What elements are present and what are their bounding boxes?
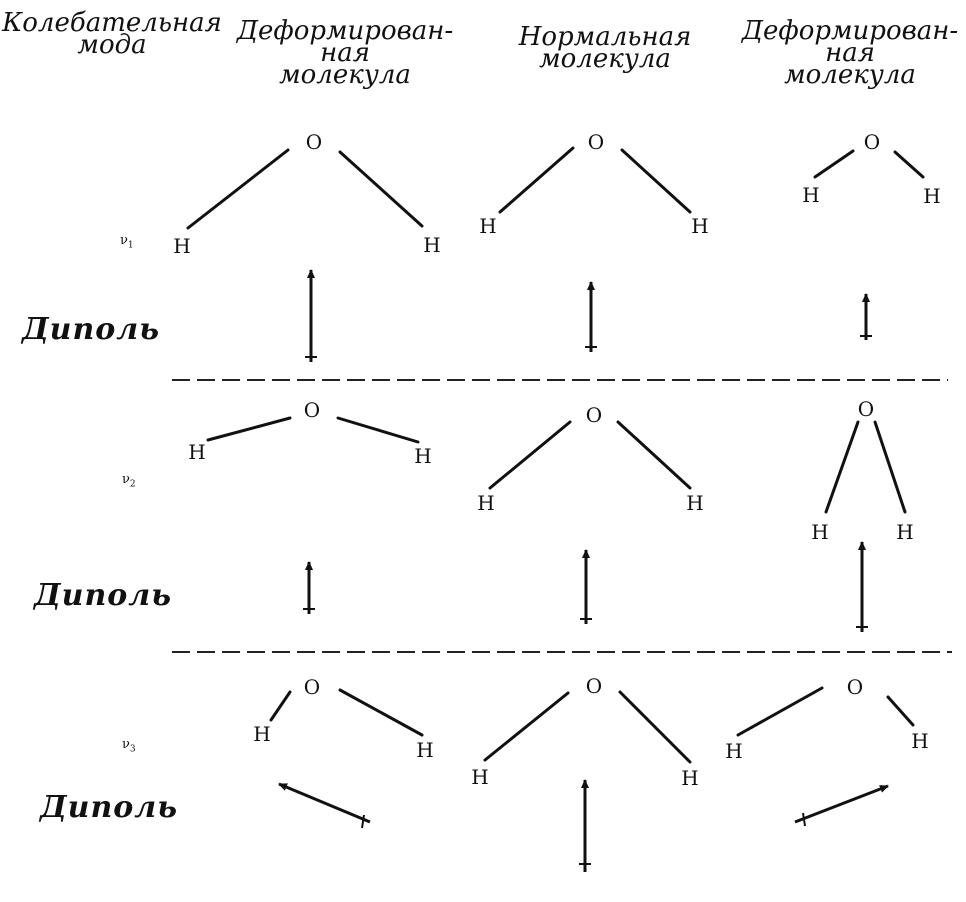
header-line: ная [825,38,875,68]
oxygen-atom: O [305,130,323,154]
hydrogen-atom: H [416,738,434,762]
dipole-label-2: Диполь [34,578,173,613]
hydrogen-atom: H [811,520,829,544]
bond-line [483,691,570,762]
bond-line [488,420,572,490]
header-line: молекула [539,44,671,74]
bond-line [824,420,860,514]
header-deformed-molecule-left: Деформирован- ная молекула [230,16,460,90]
bond-line [620,148,692,214]
hydrogen-atom: H [479,214,497,238]
dipole-arrow [278,782,371,824]
header-line: молекула [279,60,411,90]
hydrogen-atom: H [691,214,709,238]
header-line: Деформирован- [741,16,959,46]
mode-label-v2: ν2 [122,472,136,490]
hydrogen-atom: H [188,440,206,464]
bond-line [873,420,907,514]
bond-line [886,695,915,727]
oxygen-atom: O [585,674,603,698]
oxygen-atom: O [303,398,321,422]
hydrogen-atom: H [802,183,820,207]
hydrogen-atom: H [423,233,441,257]
header-line: ная [320,38,370,68]
hydrogen-atom: H [414,444,432,468]
hydrogen-atom: H [471,765,489,789]
dipole-label-1: Диполь [22,312,161,347]
oxygen-atom: O [857,397,875,421]
hydrogen-atom: H [686,491,704,515]
hydrogen-atom: H [911,729,929,753]
bond-line [206,416,292,442]
oxygen-atom: O [863,130,881,154]
oxygen-atom: O [585,403,603,427]
bond-line [186,148,290,230]
header-normal-molecule: Нормальная молекула [500,22,710,74]
bond-line [498,146,575,214]
hydrogen-atom: H [923,184,941,208]
bond-line [338,688,424,737]
header-vibration-mode: Колебательная мода [2,8,222,60]
hydrogen-atom: H [253,722,271,746]
bond-line [736,686,824,737]
arrow-tail-tick [361,814,365,829]
oxygen-atom: O [303,675,321,699]
dipole-label-3: Диполь [40,790,179,825]
hydrogen-atom: H [173,234,191,258]
hydrogen-atom: H [477,491,495,515]
mode-label-v3: ν3 [122,737,136,755]
header-line: Колебательная [2,8,222,38]
hydrogen-atom: H [725,739,743,763]
header-line: мода [77,30,147,60]
bond-line [338,150,424,228]
bond-line [618,690,692,764]
header-line: Деформирован- [236,16,454,46]
hydrogen-atom: H [896,520,914,544]
header-deformed-molecule-right: Деформирован- ная молекула [735,16,965,90]
bond-line [269,690,292,722]
bond-line [616,420,692,490]
header-line: молекула [784,60,916,90]
dipole-arrow [794,784,889,824]
arrow-tail-tick [802,812,806,827]
bond-line [893,150,925,179]
oxygen-atom: O [587,130,605,154]
mode-label-v1: ν1 [120,233,134,251]
bond-line [813,149,855,179]
hydrogen-atom: H [681,766,699,790]
bond-line [336,416,420,444]
header-line: Нормальная [518,22,692,52]
oxygen-atom: O [846,675,864,699]
